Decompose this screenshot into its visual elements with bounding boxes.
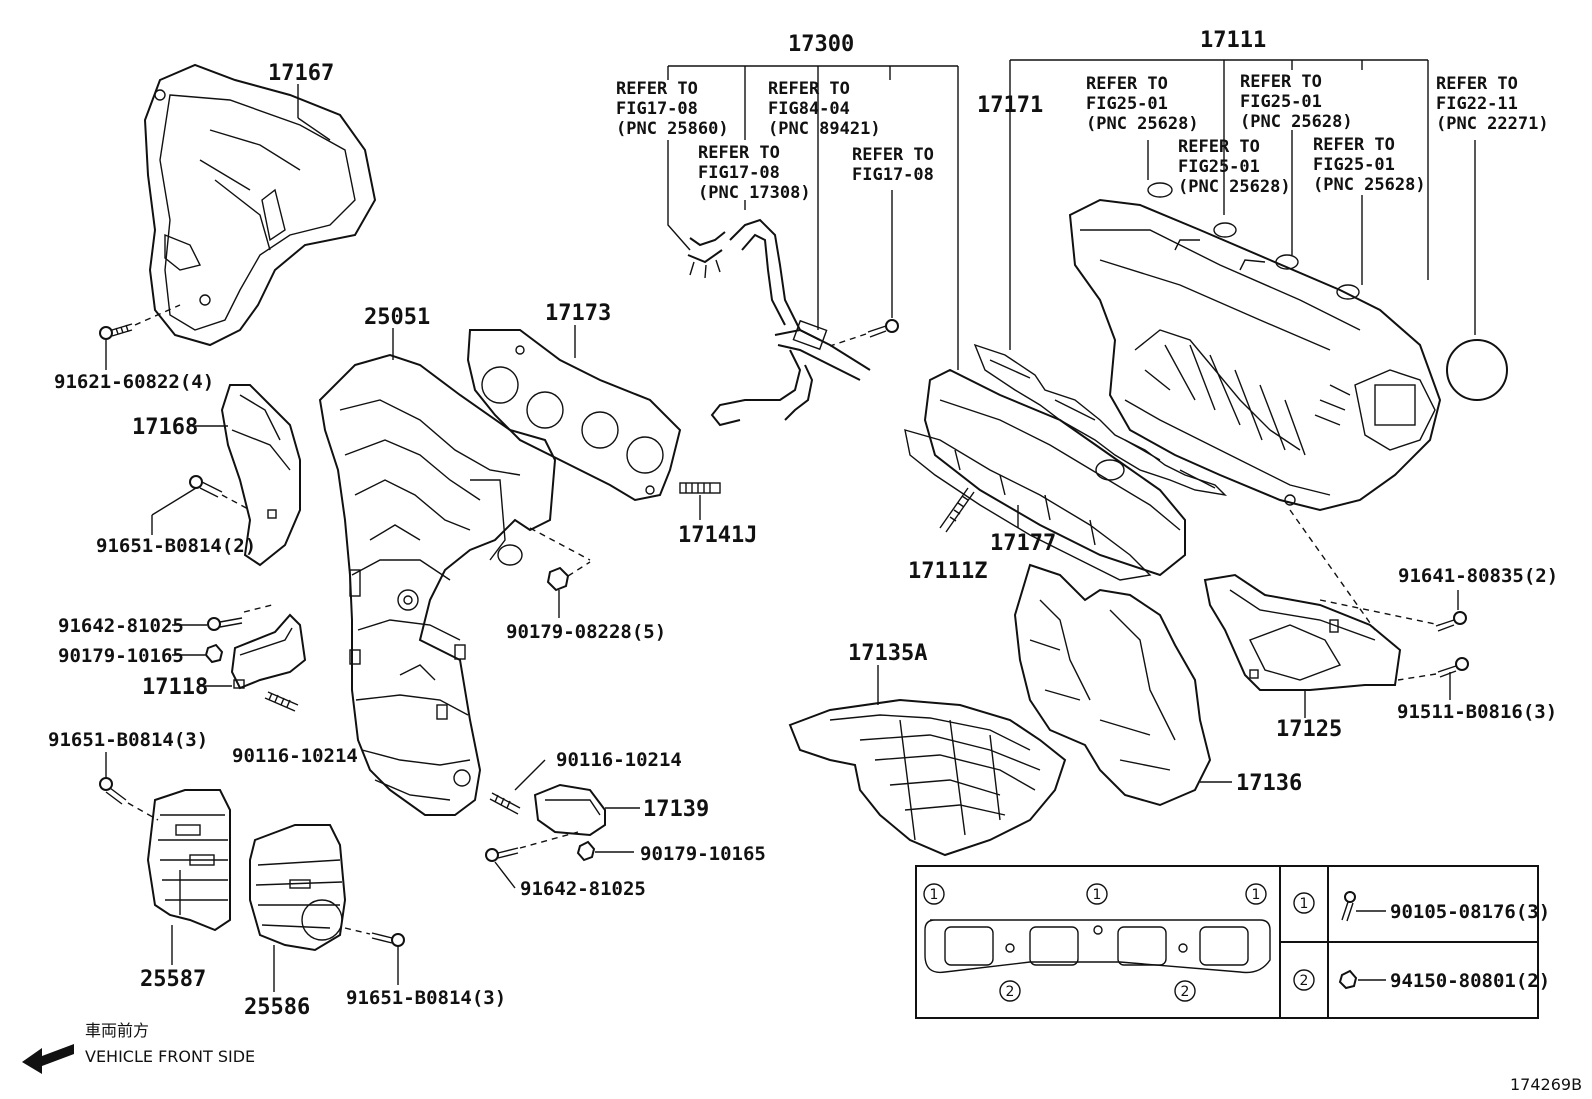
label-91642-81025-a: 91642-81025	[58, 615, 184, 637]
heat-insulator-17168[interactable]	[220, 384, 301, 567]
label-90179-08228: 90179-08228(5)	[506, 621, 666, 643]
heat-insulator-17136[interactable]	[1013, 563, 1212, 807]
label-91641-80835: 91641-80835(2)	[1398, 565, 1558, 587]
bracket-17125[interactable]	[1203, 573, 1402, 691]
label-90179-10165-a: 90179-10165	[58, 645, 184, 667]
legend-item-1: 90105-08176(3)	[1390, 901, 1550, 923]
ref-fig17-08: REFER TO FIG17-08	[852, 145, 944, 185]
stud-icon[interactable]	[264, 691, 299, 712]
label-25051: 25051	[364, 305, 430, 330]
svg-text:1: 1	[1093, 887, 1102, 903]
ref-fig25-01-b: REFER TO FIG25-01 (PNC 25628)	[1240, 72, 1353, 132]
ref-fig25-01-a: REFER TO FIG25-01 (PNC 25628)	[1086, 74, 1199, 134]
o-ring-icon[interactable]	[1336, 284, 1360, 300]
label-17167: 17167	[268, 61, 334, 86]
stud-icon[interactable]	[939, 487, 975, 533]
label-17111: 17111	[1200, 28, 1266, 53]
bolt-icon	[1341, 891, 1356, 922]
label-17125: 17125	[1276, 717, 1342, 742]
diagram-id: 174269B	[1510, 1075, 1582, 1094]
nut-icon[interactable]	[204, 643, 224, 664]
label-17135a: 17135A	[848, 641, 927, 666]
label-91651-b0814-3a: 91651-B0814(3)	[48, 729, 208, 751]
stud-icon[interactable]	[679, 482, 721, 494]
svg-text:1: 1	[1252, 887, 1261, 903]
label-17168: 17168	[132, 415, 198, 440]
ref-fig25-01-c: REFER TO FIG25-01 (PNC 25628)	[1178, 137, 1291, 197]
heat-insulator-25586[interactable]	[249, 824, 347, 952]
legend-box	[915, 865, 1539, 1019]
exhaust-manifold-25051[interactable]	[318, 353, 557, 816]
svg-text:2: 2	[1006, 984, 1015, 1000]
svg-text:1: 1	[1300, 896, 1309, 912]
bolt-icon[interactable]	[99, 777, 127, 805]
bolt-icon[interactable]	[99, 323, 133, 340]
label-17171: 17171	[977, 93, 1043, 118]
spacer-17177[interactable]	[904, 368, 1186, 581]
label-91511-b0816: 91511-B0816(3)	[1397, 701, 1557, 723]
vacuum-hose-17300[interactable]	[687, 218, 871, 427]
label-17139: 17139	[643, 797, 709, 822]
marker-2-icon: 2	[999, 980, 1021, 1002]
nut-icon[interactable]	[576, 840, 596, 862]
heat-insulator-17135a[interactable]	[788, 698, 1067, 857]
label-17177: 17177	[990, 531, 1056, 556]
ref-fig84-04-89421: REFER TO FIG84-04 (PNC 89421)	[768, 79, 881, 139]
svg-text:2: 2	[1300, 973, 1309, 989]
label-17141j: 17141J	[678, 523, 757, 548]
marker-1-icon: 1	[1245, 883, 1267, 905]
gasket-17173[interactable]	[466, 329, 682, 502]
ref-fig22-11: REFER TO FIG22-11 (PNC 22271)	[1436, 74, 1549, 134]
marker-1-icon: 1	[1086, 883, 1108, 905]
bolt-icon[interactable]	[867, 319, 899, 338]
label-17173: 17173	[545, 301, 611, 326]
marker-1-icon: 1	[923, 883, 945, 905]
intake-manifold-17111[interactable]	[1068, 198, 1442, 512]
ref-fig17-08-17308: REFER TO FIG17-08 (PNC 17308)	[698, 143, 811, 203]
marker-1-icon: 1	[1293, 892, 1315, 914]
heat-insulator-25587[interactable]	[146, 789, 231, 932]
gasket-17171[interactable]	[973, 343, 1228, 497]
label-25586: 25586	[244, 995, 310, 1020]
bolt-icon[interactable]	[189, 475, 223, 498]
label-17300: 17300	[788, 32, 854, 57]
vehicle-front-jp: 車両前方	[85, 1021, 149, 1040]
label-17136: 17136	[1236, 771, 1302, 796]
bolt-icon[interactable]	[1435, 611, 1467, 632]
throttle-gasket-icon[interactable]	[1446, 339, 1508, 401]
bolt-icon[interactable]	[485, 847, 519, 862]
o-ring-icon[interactable]	[1213, 222, 1237, 238]
heat-insulator-17167[interactable]	[143, 63, 377, 347]
label-91642-81025-b: 91642-81025	[520, 878, 646, 900]
label-91651-b0814-2: 91651-B0814(2)	[96, 535, 256, 557]
ref-fig25-01-d: REFER TO FIG25-01 (PNC 25628)	[1313, 135, 1426, 195]
label-90116-10214-b: 90116-10214	[556, 749, 682, 771]
bracket-17118[interactable]	[230, 613, 307, 690]
marker-2-icon: 2	[1174, 980, 1196, 1002]
svg-text:1: 1	[930, 887, 939, 903]
bracket-17139[interactable]	[533, 783, 606, 837]
label-91621-60822: 91621-60822(4)	[54, 371, 214, 393]
label-17111z: 17111Z	[908, 559, 987, 584]
legend-item-2: 94150-80801(2)	[1390, 970, 1550, 992]
bolt-icon[interactable]	[207, 617, 243, 631]
label-17118: 17118	[142, 675, 208, 700]
marker-2-icon: 2	[1293, 969, 1315, 991]
label-90179-10165-b: 90179-10165	[640, 843, 766, 865]
bolt-icon[interactable]	[1437, 657, 1469, 678]
bolt-icon[interactable]	[371, 932, 405, 947]
vehicle-front-arrow-icon	[22, 1044, 74, 1074]
o-ring-icon[interactable]	[1147, 182, 1173, 198]
label-25587: 25587	[140, 967, 206, 992]
svg-text:2: 2	[1181, 984, 1190, 1000]
ref-fig17-08-25860: REFER TO FIG17-08 (PNC 25860)	[616, 79, 729, 139]
stud-icon[interactable]	[489, 792, 521, 815]
vehicle-front-en: VEHICLE FRONT SIDE	[85, 1047, 255, 1066]
label-90116-10214-a: 90116-10214	[232, 745, 358, 767]
nut-icon[interactable]	[546, 566, 570, 592]
label-91651-b0814-3b: 91651-B0814(3)	[346, 987, 506, 1009]
nut-icon	[1338, 969, 1358, 990]
